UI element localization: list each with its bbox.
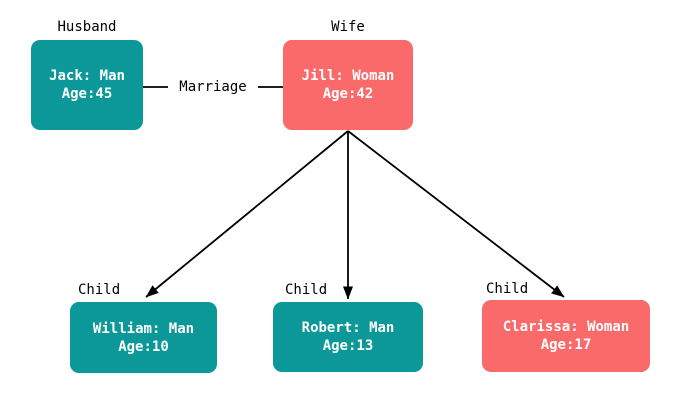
node-role-label-husband: Husband <box>57 19 117 35</box>
node-name-text: Clarissa: Woman <box>502 319 630 335</box>
node-name-text: Jack: Man <box>49 68 125 84</box>
parent-child-edge-william <box>145 130 349 298</box>
node-role-label-child-clarissa: Child <box>486 281 529 297</box>
node-age-text: Age:45 <box>61 86 113 102</box>
node-age-text: Age:13 <box>322 338 374 354</box>
parent-child-edge-clarissa <box>347 130 565 298</box>
node-age-text: Age:17 <box>540 337 592 353</box>
node-name-text: Jill: Woman <box>301 68 395 84</box>
node-child-robert: Robert: Man Age:13 <box>273 302 423 372</box>
node-wife: Jill: Woman Age:42 <box>283 40 413 130</box>
node-role-label-child-robert: Child <box>285 282 328 298</box>
node-role-label-wife: Wife <box>331 19 365 35</box>
node-child-william: William: Man Age:10 <box>70 302 217 373</box>
node-age-text: Age:42 <box>322 86 374 102</box>
node-husband: Jack: Man Age:45 <box>31 40 143 130</box>
node-name-text: William: Man <box>92 320 195 337</box>
marriage-edge-label: Marriage <box>168 79 258 95</box>
node-child-clarissa: Clarissa: Woman Age:17 <box>482 300 650 372</box>
node-name-text: Robert: Man <box>301 320 395 336</box>
node-role-label-child-william: Child <box>78 282 121 298</box>
node-age-text: Age:10 <box>118 338 169 355</box>
